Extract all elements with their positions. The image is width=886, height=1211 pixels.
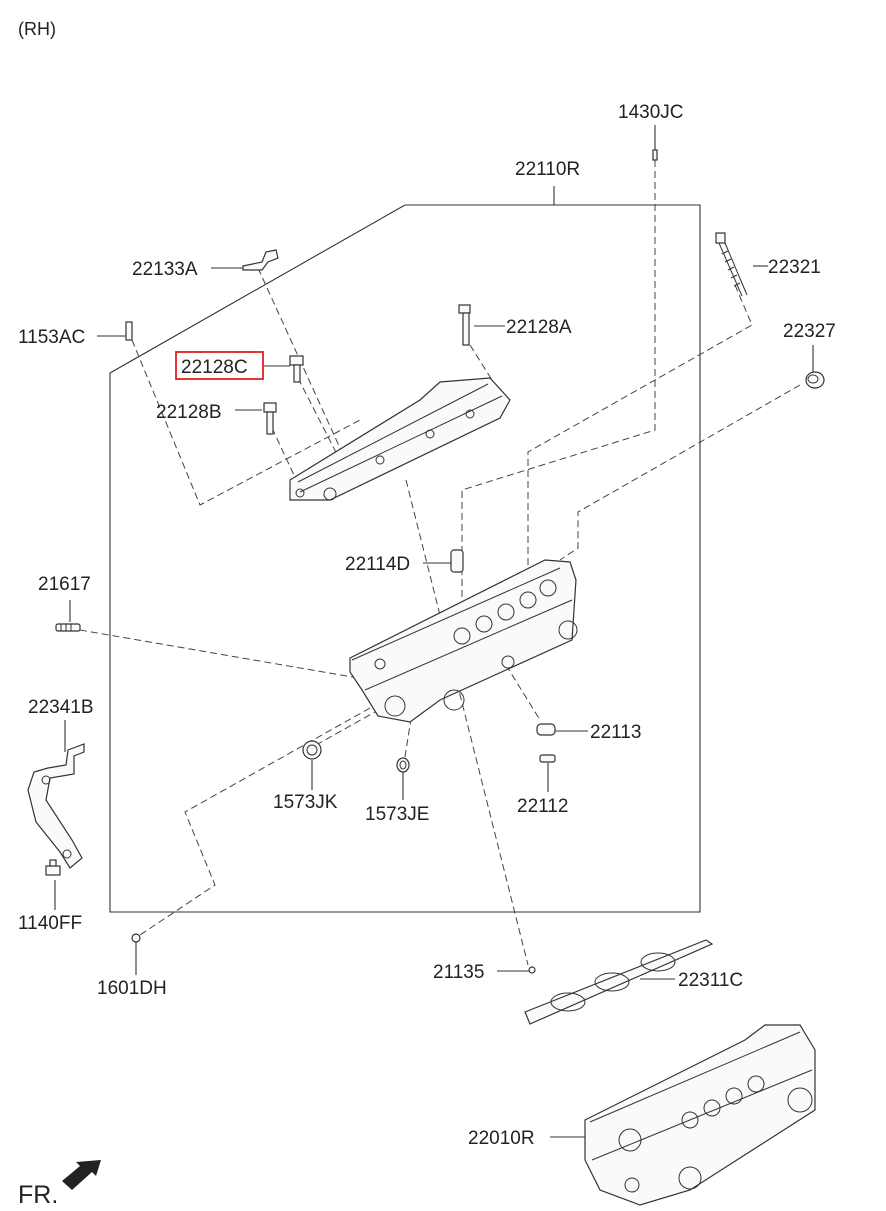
bolt-22321-icon [715, 232, 748, 297]
side-label: (RH) [18, 19, 56, 39]
part-label-21135[interactable]: 21135 [433, 962, 484, 983]
stud-21617-icon [55, 623, 81, 632]
part-label-22110r[interactable]: 22110R [515, 159, 580, 180]
keeper-22112-icon [539, 754, 556, 763]
part-label-1430jc[interactable]: 1430JC [618, 102, 684, 123]
part-label-22112[interactable]: 22112 [517, 796, 568, 817]
stud-1430jc-icon [652, 149, 658, 161]
front-arrow-icon [62, 1160, 101, 1190]
bolt-22128a-icon [458, 304, 471, 346]
part-label-22128c[interactable]: 22128C [181, 357, 248, 378]
part-label-22128a[interactable]: 22128A [506, 317, 572, 338]
front-marker: FR. [18, 1181, 58, 1209]
seal-22113-icon [536, 723, 556, 736]
part-label-22321[interactable]: 22321 [768, 257, 821, 278]
part-label-22133a[interactable]: 22133A [132, 259, 198, 280]
bolt-22128c-icon [289, 355, 304, 383]
bolt-22128b-icon [263, 402, 277, 435]
cylinder-head-icon [349, 559, 578, 723]
assembly-lines [79, 160, 801, 966]
highlight-box [175, 351, 264, 380]
assembly-frame [109, 204, 701, 913]
leader-lines [54, 125, 814, 1138]
part-label-22113[interactable]: 22113 [590, 722, 641, 743]
valve-guide-22114d-icon [450, 549, 464, 573]
part-label-22114d[interactable]: 22114D [345, 554, 410, 575]
bracket-22133a-icon [242, 249, 279, 271]
part-label-22128b[interactable]: 22128B [156, 402, 222, 423]
part-label-1601dh[interactable]: 1601DH [97, 978, 167, 999]
plug-22327-icon [805, 371, 825, 389]
plug-1601dh-icon [131, 933, 141, 943]
bolt-1140ff-icon [45, 859, 61, 876]
part-label-1140ff[interactable]: 1140FF [18, 913, 82, 934]
head-gasket-icon [524, 939, 714, 1025]
head-assembly-icon [584, 1024, 816, 1206]
part-label-1153ac[interactable]: 1153AC [18, 327, 85, 348]
cam-carrier-icon [289, 377, 511, 501]
pin-21135-icon [528, 966, 536, 974]
seal-1573jk-icon [302, 740, 322, 760]
part-label-22327[interactable]: 22327 [783, 321, 836, 342]
part-label-22311c[interactable]: 22311C [678, 970, 743, 991]
dowel-1153ac-icon [125, 321, 133, 341]
seal-1573je-icon [396, 757, 410, 773]
part-label-1573jk[interactable]: 1573JK [273, 792, 338, 813]
bracket-22341b-icon [27, 743, 85, 869]
part-label-22010r[interactable]: 22010R [468, 1128, 535, 1149]
part-label-22341b[interactable]: 22341B [28, 697, 94, 718]
part-label-21617[interactable]: 21617 [38, 574, 91, 595]
part-label-1573je[interactable]: 1573JE [365, 804, 429, 825]
